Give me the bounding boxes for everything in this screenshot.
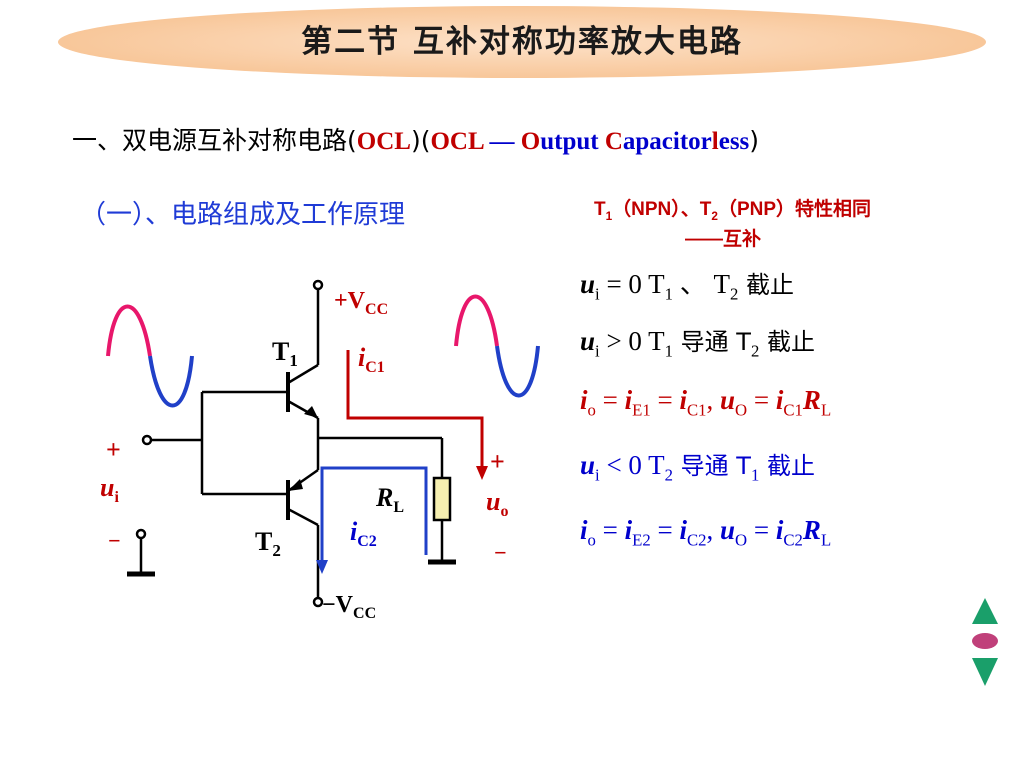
ui-plus-label: + [106, 435, 121, 464]
equation-ui-zero: ui = 0 T1 、 T2 截止 [580, 269, 795, 304]
uo-label: uo [486, 487, 508, 520]
output-wave-negative [495, 345, 540, 398]
vcc-terminal [312, 279, 324, 291]
t2-emitter-arrow [288, 479, 303, 491]
section-heading-ocl: 一、双电源互补对称电路(OCL)(OCL — Output Capacitorl… [72, 126, 760, 155]
equation-ui-negative: ui < 0 T2 导通 T1 截止 [580, 450, 815, 485]
title-banner [58, 6, 986, 78]
input-wave-positive [106, 304, 152, 357]
nav-up-icon[interactable] [972, 598, 998, 624]
ic1-label: iC1 [358, 343, 385, 376]
vcc-positive-label: +VCC [334, 288, 388, 318]
ic2-arrow [316, 560, 328, 574]
equation-io-t2: io = iE2 = iC2, uO = iC2RL [580, 515, 832, 550]
equation-ui-positive: ui > 0 T1 导通 T2 截止 [580, 326, 815, 361]
ic2-current-path [320, 466, 428, 562]
ic2-label: iC2 [350, 517, 377, 550]
input-wave-negative [148, 355, 194, 408]
nav-dot-icon[interactable] [972, 633, 998, 649]
uo-minus-label: − [494, 540, 507, 565]
equation-io-t1: io = iE1 = iC1, uO = iC1RL [580, 385, 832, 420]
complementary-note-line2: ——互补 [685, 229, 762, 250]
ic1-arrow [476, 466, 488, 480]
uo-plus-label: + [490, 447, 505, 476]
page-title: 第二节 互补对称功率放大电路 [301, 24, 743, 60]
complementary-note: T1（NPN）、T2（PNP）特性相同 [594, 199, 872, 223]
subsection-heading: （一）、电路组成及工作原理 [80, 200, 406, 230]
input-ground-terminal [135, 528, 147, 540]
t2-label: T2 [255, 527, 281, 560]
t1-emitter-arrow [304, 406, 318, 418]
load-resistor [432, 476, 452, 522]
rl-label: RL [375, 483, 404, 516]
nav-down-icon[interactable] [972, 658, 998, 686]
ui-minus-label: − [108, 528, 121, 553]
ui-label: ui [100, 473, 119, 506]
t1-label: T1 [272, 337, 298, 370]
vee-terminal [312, 596, 324, 608]
ic1-current-path [346, 350, 484, 470]
input-terminal [141, 434, 153, 446]
vcc-negative-label: −VCC [322, 592, 376, 622]
output-wave-positive [454, 294, 499, 347]
